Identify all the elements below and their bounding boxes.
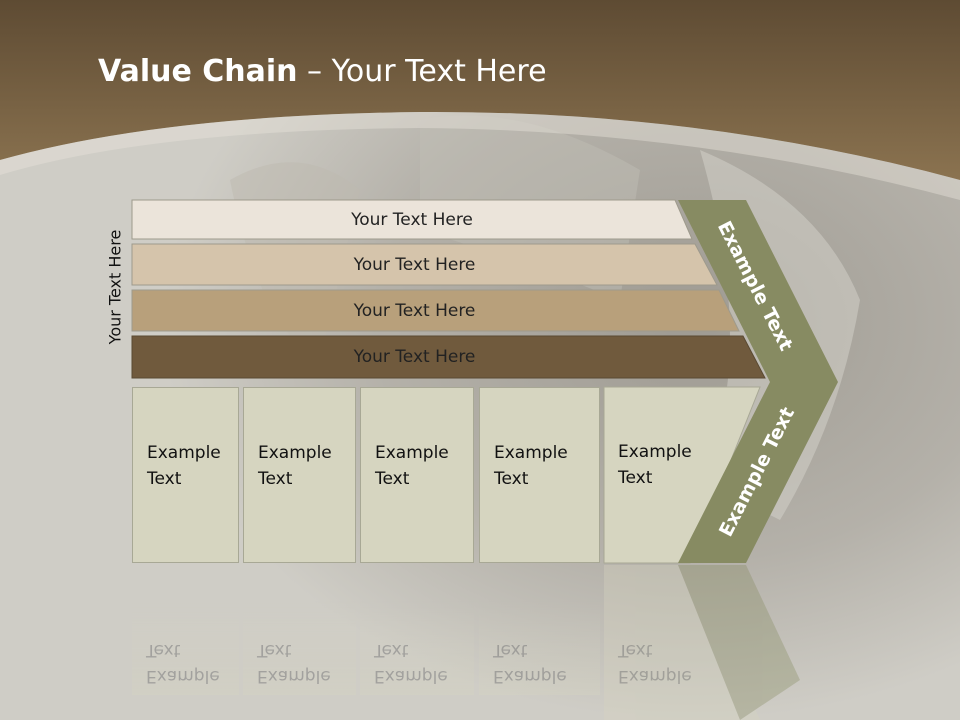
column-2-reflection-line2: Text — [257, 640, 292, 660]
title-bold: Value Chain — [98, 54, 298, 89]
bar-2-label: Your Text Here — [353, 254, 476, 275]
column-4-reflection-line1: Example — [493, 666, 567, 686]
column-4-reflection-line2: Text — [493, 640, 528, 660]
chevron-shape — [678, 200, 838, 563]
column-2-line2: Text — [258, 469, 293, 489]
bar-4-shape — [131, 335, 766, 379]
column-5: Example Text — [604, 387, 754, 563]
column-1-line2: Text — [147, 469, 182, 489]
column-3-reflection-line2: Text — [374, 640, 409, 660]
bar-2-shape — [131, 243, 718, 286]
column-3-reflection-line1: Example — [374, 666, 448, 686]
bar-3-label: Your Text Here — [353, 300, 476, 321]
column-2: Example Text — [243, 387, 356, 563]
column-2-reflection-line1: Example — [257, 666, 331, 686]
bar-1-label: Your Text Here — [351, 209, 473, 230]
column-5-line1: Example — [618, 442, 692, 462]
bar-3: Your Text Here — [132, 290, 697, 331]
column-5-text: Example Text — [618, 439, 692, 491]
column-3-reflection: Example Text — [360, 565, 474, 695]
column-1: Example Text — [132, 387, 239, 563]
bar-2: Your Text Here — [132, 244, 697, 285]
title-rest: – Your Text Here — [297, 54, 547, 89]
column-3-line2: Text — [375, 469, 410, 489]
column-5-reflection-line1: Example — [618, 666, 692, 686]
bar-4: Your Text Here — [132, 336, 697, 378]
column-3: Example Text — [360, 387, 474, 563]
column-4-line2: Text — [494, 469, 529, 489]
column-4-reflection: Example Text — [479, 565, 600, 695]
column-2-line1: Example — [258, 443, 332, 463]
column-1-line1: Example — [147, 443, 221, 463]
column-2-reflection: Example Text — [243, 565, 356, 695]
column-5-reflection: Example Text — [604, 565, 694, 695]
column-1-reflection: Example Text — [132, 565, 239, 695]
bar-1: Your Text Here — [132, 200, 692, 239]
slide-title: Value Chain – Your Text Here — [98, 54, 547, 89]
column-1-reflection-line2: Text — [146, 640, 181, 660]
bar-4-label: Your Text Here — [353, 347, 476, 367]
column-1-reflection-line1: Example — [146, 666, 220, 686]
column-4: Example Text — [479, 387, 600, 563]
column-5-line2: Text — [618, 468, 653, 488]
column-4-line1: Example — [494, 443, 568, 463]
bar-1-shape — [131, 199, 693, 240]
column-5-reflection-line2: Text — [618, 640, 653, 660]
column-3-line1: Example — [375, 443, 449, 463]
bar-3-shape — [131, 289, 740, 332]
